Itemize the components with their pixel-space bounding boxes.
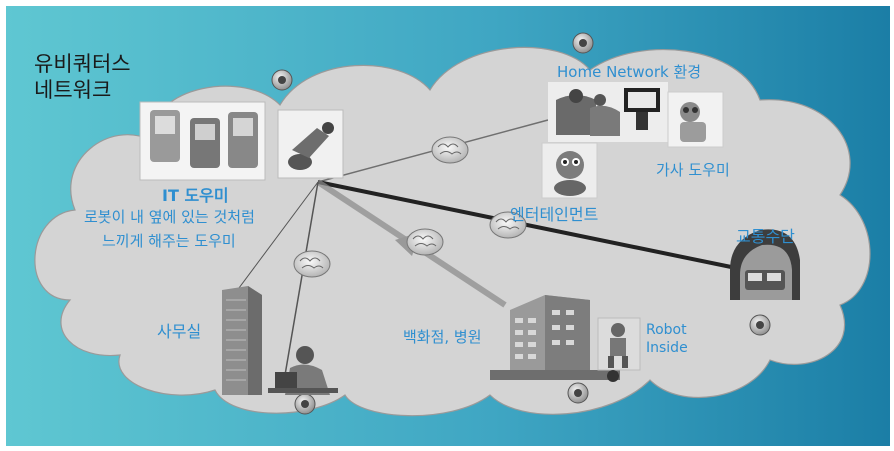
sensor-node-icon bbox=[572, 32, 594, 54]
robot-pet-photo bbox=[277, 109, 344, 179]
robot-inside-label-line2: Inside bbox=[646, 340, 688, 356]
link-it-to-tower bbox=[229, 181, 319, 301]
it-devices-photo bbox=[139, 101, 266, 181]
diagram-title-line1: 유비쿼터스 bbox=[34, 52, 131, 76]
it-helper-desc-line2: 느끼게 해주는 도우미 bbox=[102, 232, 236, 250]
link-it-to-office bbox=[284, 181, 319, 376]
link-it-to-transport bbox=[317, 180, 737, 270]
office-label: 사무실 bbox=[157, 322, 202, 341]
dept-hospital-building-photo bbox=[490, 295, 620, 380]
home-network-label: Home Network 환경 bbox=[557, 63, 702, 81]
it-helper-title: IT 도우미 bbox=[162, 186, 229, 205]
transport-label: 교통수단 bbox=[736, 227, 795, 246]
office-worker-photo bbox=[268, 346, 338, 395]
housework-label: 가사 도우미 bbox=[656, 161, 730, 179]
robot-inside-photo bbox=[597, 317, 641, 371]
entertainment-label: 엔터테인먼트 bbox=[510, 205, 599, 224]
housework-robot-photo bbox=[667, 91, 724, 148]
dept-hospital-label: 백화점, 병원 bbox=[403, 328, 482, 346]
transport-train-photo bbox=[730, 229, 800, 300]
office-tower-photo bbox=[222, 286, 262, 395]
it-helper-desc-line1: 로봇이 내 옆에 있는 것처럼 bbox=[84, 208, 255, 226]
sensor-node-icon bbox=[271, 69, 293, 91]
sensor-node-icon bbox=[294, 393, 316, 415]
brain-icon bbox=[406, 228, 444, 256]
entertainment-robot-photo bbox=[541, 142, 598, 199]
small-robot-icon bbox=[607, 370, 619, 382]
robot-inside-label-line1: Robot bbox=[646, 322, 687, 338]
diagram-title-line2: 네트워크 bbox=[34, 78, 112, 102]
sensor-node-icon bbox=[567, 382, 589, 404]
brain-icon bbox=[489, 211, 527, 239]
brain-icon bbox=[431, 136, 469, 164]
home-network-photo bbox=[548, 82, 668, 142]
brain-icon bbox=[293, 250, 331, 278]
sensor-node-icon bbox=[749, 314, 771, 336]
